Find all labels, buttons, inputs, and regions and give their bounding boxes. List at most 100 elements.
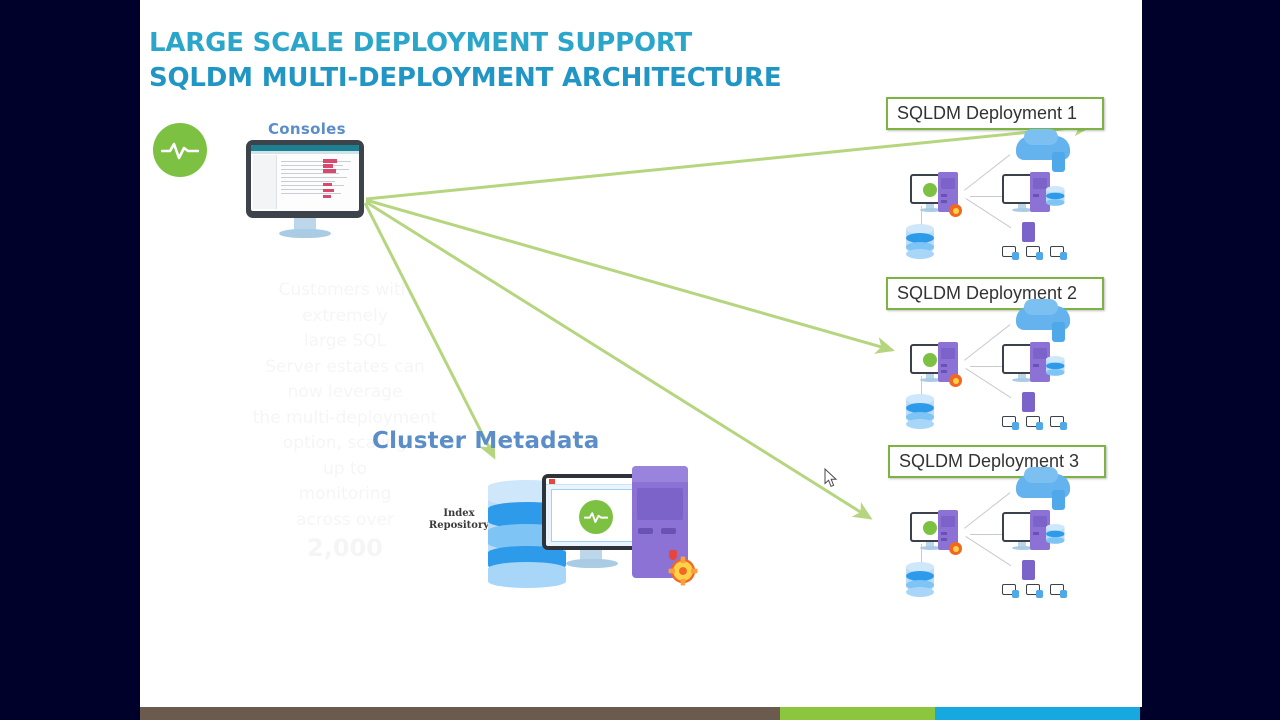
- ghost-line: large SQL: [210, 329, 480, 355]
- client-screen: [1026, 246, 1040, 257]
- db-band: [1046, 369, 1065, 376]
- client-db: [1012, 422, 1019, 430]
- pulse-heartbeat-icon: [579, 500, 613, 534]
- cluster-metadata-illustration: [480, 462, 700, 592]
- node-tower: [1030, 342, 1050, 382]
- cluster-monitor-screen: [546, 478, 638, 546]
- index-label-line-1: Index: [443, 508, 475, 519]
- progress-segment-green[interactable]: [780, 707, 935, 720]
- rack-icon: [1022, 392, 1035, 412]
- node-monitor-base: [920, 546, 942, 550]
- gear-icon: [949, 542, 962, 555]
- node-tower-slot: [941, 532, 947, 535]
- node-monitor: [910, 344, 950, 374]
- grid-row: [281, 185, 344, 186]
- tower-slot: [661, 528, 676, 534]
- client-icon: [1026, 416, 1043, 430]
- db-band: [906, 233, 934, 243]
- node-tower: [1030, 510, 1050, 550]
- node-tower: [938, 172, 958, 212]
- db-band: [906, 419, 934, 429]
- cloud-icon: [1016, 467, 1070, 498]
- db-band: [1046, 186, 1065, 193]
- node-tower-slot: [941, 364, 947, 367]
- client-icon: [1002, 246, 1019, 260]
- db-band: [906, 412, 934, 422]
- alert-chip: [323, 183, 332, 186]
- tower-power-led: [669, 550, 677, 560]
- heartbeat-glyph: [161, 142, 199, 160]
- deployment-box-3[interactable]: SQLDM Deployment 3: [888, 445, 1106, 478]
- gear-icon: [668, 556, 698, 586]
- monitor-bezel: [246, 140, 364, 218]
- deployment-box-1[interactable]: SQLDM Deployment 1: [886, 97, 1104, 130]
- node-tower-slot: [1033, 532, 1039, 535]
- deployment-cluster-2: [892, 299, 1092, 438]
- db-band: [906, 403, 934, 413]
- client-screen: [1002, 584, 1016, 595]
- node-tower-panel: [1033, 348, 1047, 359]
- grid-row: [281, 173, 339, 174]
- node-tower-panel: [941, 348, 955, 359]
- cluster-monitor-neck: [580, 550, 602, 561]
- gear-icon: [949, 374, 962, 387]
- video-progress-bar[interactable]: [140, 707, 1142, 720]
- rack-icon: [1022, 560, 1035, 580]
- close-icon: [549, 479, 555, 484]
- client-screen: [1050, 584, 1064, 595]
- primary-server-node: [910, 342, 972, 387]
- client-icon: [1026, 584, 1043, 598]
- ghost-line: up to: [210, 457, 480, 483]
- client-db: [1036, 252, 1043, 260]
- db-band: [906, 580, 934, 590]
- node-monitor-base: [1012, 546, 1034, 550]
- db-band: [906, 242, 934, 252]
- client-screen: [1002, 246, 1016, 257]
- cloud-icon: [1016, 299, 1070, 330]
- deployment-box-2[interactable]: SQLDM Deployment 2: [886, 277, 1104, 310]
- node-tower-panel: [1033, 516, 1047, 527]
- window-titlebar: [546, 478, 638, 485]
- grid-row: [281, 177, 347, 178]
- node-tower-panel: [941, 516, 955, 527]
- db-band: [906, 224, 934, 234]
- index-label-line-2: Repository: [428, 520, 490, 531]
- node-database-icon: [1046, 524, 1065, 545]
- link-line: [970, 196, 1030, 197]
- db-band: [906, 587, 934, 597]
- mouse-pointer: [824, 468, 838, 488]
- title-line-2: SQLDM MULTI-DEPLOYMENT ARCHITECTURE: [149, 63, 782, 93]
- alert-chip: [323, 189, 334, 192]
- alert-chip: [323, 159, 337, 163]
- tower-slot: [638, 528, 653, 534]
- node-monitor-neck: [926, 374, 934, 379]
- client-icon: [1050, 416, 1067, 430]
- ghost-highlight-number: 2,000: [210, 533, 480, 563]
- grid-row: [281, 165, 343, 166]
- rack-icon: [1022, 222, 1035, 242]
- progress-segment-blue[interactable]: [935, 707, 1140, 720]
- node-monitor-base: [1012, 208, 1034, 212]
- progress-segment-played[interactable]: [140, 707, 780, 720]
- client-db: [1036, 590, 1043, 598]
- cloud-database-icon: [1052, 322, 1065, 342]
- deployment-box-3-label: SQLDM Deployment 3: [899, 451, 1080, 471]
- monitor-screen: [251, 145, 359, 211]
- node-tower-panel: [941, 178, 955, 189]
- node-monitor-neck: [1018, 542, 1026, 547]
- grid-row: [281, 161, 351, 162]
- client-screen: [1050, 246, 1064, 257]
- ghost-line: extremely: [210, 304, 480, 330]
- link-line: [970, 366, 1030, 367]
- deployment-cluster-1: [892, 128, 1092, 260]
- alert-chip: [323, 169, 336, 173]
- app-header-bar: [251, 145, 359, 151]
- node-monitor-neck: [1018, 204, 1026, 209]
- gear-icon: [949, 204, 962, 217]
- node-monitor-base: [920, 208, 942, 212]
- ghost-line: Customers with: [210, 278, 480, 304]
- db-band: [1046, 199, 1065, 206]
- alert-chip: [323, 164, 333, 168]
- node-monitor-neck: [1018, 374, 1026, 379]
